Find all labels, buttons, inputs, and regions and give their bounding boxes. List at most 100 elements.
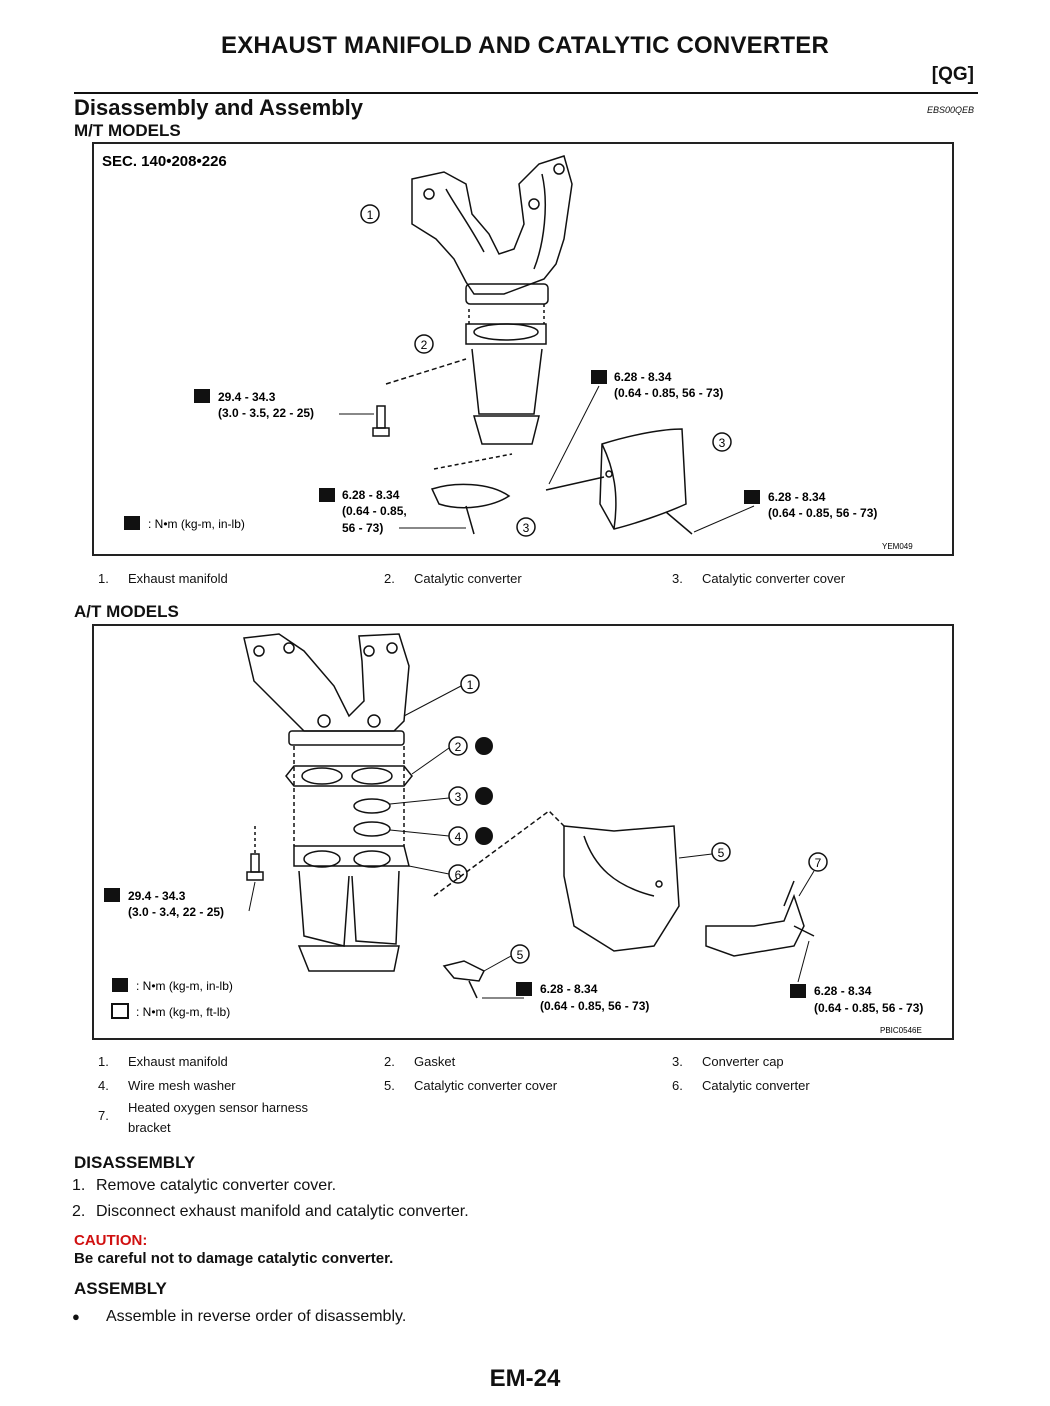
mt-exhaust-manifold-drawing <box>411 155 573 305</box>
at-bolt-drawing <box>246 826 264 881</box>
at-callout-1: 1 <box>403 674 480 717</box>
torque-wrench-icon <box>744 490 760 504</box>
at-catalytic-converter-drawing <box>293 746 410 972</box>
svg-text:56 - 73): 56 - 73) <box>342 521 383 535</box>
at-converter-cover-lower-drawing <box>442 960 486 999</box>
legend-label-7a: Heated oxygen sensor harness <box>128 1100 308 1115</box>
svg-text:29.4 - 34.3: 29.4 - 34.3 <box>128 889 186 903</box>
svg-text:6.28 - 8.34: 6.28 - 8.34 <box>614 370 672 384</box>
svg-text:(0.64 - 0.85, 56 - 73): (0.64 - 0.85, 56 - 73) <box>540 999 649 1013</box>
list-item: 6.Catalytic converter <box>672 1078 810 1093</box>
legend-label-7b: bracket <box>128 1120 171 1135</box>
caution-text: Be careful not to damage catalytic conve… <box>74 1250 394 1267</box>
torque-wrench-icon <box>104 888 120 902</box>
page-title: EXHAUST MANIFOLD AND CATALYTIC CONVERTER <box>221 32 829 59</box>
svg-text:29.4 - 34.3: 29.4 - 34.3 <box>218 390 276 404</box>
assembly-heading: ASSEMBLY <box>74 1279 167 1298</box>
at-callout-5a: 5 <box>678 842 731 862</box>
list-item: 5.Catalytic converter cover <box>384 1078 558 1093</box>
torque-wrench-icon <box>591 370 607 384</box>
at-callout-3: 3 <box>389 786 493 806</box>
at-harness-bracket-drawing <box>705 880 815 957</box>
mt-torque-spec-c: 6.28 - 8.34 (0.64 - 0.85, 56 - 73) <box>319 488 466 535</box>
at-legend-row-1: 1.Exhaust manifold 2.Gasket 3.Converter … <box>74 1054 978 1074</box>
at-wire-mesh-washer-drawing <box>353 821 391 837</box>
svg-text:4: 4 <box>455 830 462 844</box>
svg-text:(0.64 - 0.85, 56 - 73): (0.64 - 0.85, 56 - 73) <box>768 506 877 520</box>
mt-converter-cover-drawing <box>545 428 693 535</box>
at-gasket-drawing <box>285 765 413 787</box>
at-callout-7: 7 <box>798 852 828 897</box>
at-callout-2: 2 <box>411 736 493 775</box>
at-diagram: 1 2 3 4 5 6 <box>104 633 923 1035</box>
svg-text:2: 2 <box>455 740 462 754</box>
mt-callout-3a: 3 <box>712 432 732 452</box>
at-torque-unit-legend-1: : N•m (kg-m, in-lb) <box>112 978 233 993</box>
mt-models-heading: M/T MODELS <box>74 121 181 140</box>
svg-text:6.28 - 8.34: 6.28 - 8.34 <box>768 490 826 504</box>
at-callout-4: 4 <box>389 826 493 846</box>
mt-callout-1: 1 <box>360 204 380 224</box>
at-figure-code: PBIC0546E <box>880 1026 922 1035</box>
svg-text:6: 6 <box>455 868 462 882</box>
mt-legend: 1.Exhaust manifold 2.Catalytic converter… <box>74 571 978 591</box>
torque-wrench-icon <box>112 978 128 992</box>
mt-torque-unit-legend: : N•m (kg-m, in-lb) <box>124 516 245 531</box>
disassembly-step-1: 1.Remove catalytic converter cover. <box>72 1177 337 1194</box>
engine-tag: [QG] <box>931 64 974 85</box>
torque-wrench-icon <box>124 516 140 530</box>
mt-legend-row: 1.Exhaust manifold 2.Catalytic converter… <box>74 571 978 591</box>
mt-torque-spec-d: 6.28 - 8.34 (0.64 - 0.85, 56 - 73) <box>693 490 877 533</box>
list-item: 4.Wire mesh washer <box>98 1078 236 1093</box>
disassembly-step-2: 2.Disconnect exhaust manifold and cataly… <box>72 1203 469 1220</box>
torque-wrench-icon <box>194 389 210 403</box>
do-not-reuse-icon <box>475 827 493 845</box>
svg-text:1: 1 <box>367 208 374 222</box>
svg-text:2: 2 <box>421 338 428 352</box>
at-torque-spec-b: 6.28 - 8.34 (0.64 - 0.85, 56 - 73) <box>482 982 649 1013</box>
svg-text:3: 3 <box>523 521 530 535</box>
list-item: 2.Gasket <box>384 1054 456 1069</box>
page-number: EM-24 <box>489 1365 561 1392</box>
section-title: Disassembly and Assembly <box>74 95 363 120</box>
bullet-icon: ● <box>72 1309 80 1324</box>
at-torque-unit-legend-2: : N•m (kg-m, ft-lb) <box>111 1003 230 1019</box>
do-not-reuse-icon <box>475 737 493 755</box>
at-converter-cover-drawing <box>433 810 680 952</box>
at-torque-spec-c: 6.28 - 8.34 (0.64 - 0.85, 56 - 73) <box>790 940 923 1015</box>
mt-torque-spec-b: 6.28 - 8.34 (0.64 - 0.85, 56 - 73) <box>548 370 723 485</box>
list-item: 3.Catalytic converter cover <box>672 571 846 586</box>
svg-text:(3.0 - 3.4, 22 - 25): (3.0 - 3.4, 22 - 25) <box>128 905 224 919</box>
legend-num-7: 7. <box>98 1108 109 1123</box>
at-callout-5b: 5 <box>483 944 530 972</box>
caution-label: CAUTION: <box>74 1232 148 1249</box>
mt-catalytic-converter-drawing <box>465 304 547 445</box>
torque-wrench-icon <box>516 982 532 996</box>
at-converter-cap-drawing <box>353 798 391 814</box>
svg-text:3: 3 <box>719 436 726 450</box>
svg-text:5: 5 <box>718 846 725 860</box>
at-torque-spec-a: 29.4 - 34.3 (3.0 - 3.4, 22 - 25) <box>104 881 256 919</box>
assembly-text: Assemble in reverse order of disassembly… <box>106 1308 407 1325</box>
at-legend-row-3: 7. Heated oxygen sensor harness bracket <box>74 1100 978 1138</box>
svg-text:6.28 - 8.34: 6.28 - 8.34 <box>814 984 872 998</box>
svg-text:: N•m (kg-m, ft-lb): : N•m (kg-m, ft-lb) <box>136 1005 230 1019</box>
svg-text:1: 1 <box>467 678 474 692</box>
header-rule <box>74 92 978 94</box>
do-not-reuse-icon <box>475 787 493 805</box>
svg-text:(0.64 - 0.85, 56 - 73): (0.64 - 0.85, 56 - 73) <box>614 386 723 400</box>
svg-text:7: 7 <box>815 856 822 870</box>
svg-text:3: 3 <box>455 790 462 804</box>
at-legend-row-2: 4.Wire mesh washer 5.Catalytic converter… <box>74 1078 978 1098</box>
at-callout-6: 6 <box>408 864 468 884</box>
svg-text:5: 5 <box>517 948 524 962</box>
svg-text:: N•m (kg-m, in-lb): : N•m (kg-m, in-lb) <box>136 979 233 993</box>
mt-converter-cover-lower-drawing <box>430 453 513 535</box>
torque-wrench-icon <box>111 1003 129 1019</box>
mt-bolt-drawing <box>372 358 467 437</box>
list-item: 1.Exhaust manifold <box>98 1054 228 1069</box>
at-legend: 1.Exhaust manifold 2.Gasket 3.Converter … <box>74 1054 978 1138</box>
at-exploded-figure: 1 2 3 4 5 6 <box>92 624 954 1040</box>
torque-wrench-icon <box>790 984 806 998</box>
disassembly-heading: DISASSEMBLY <box>74 1153 196 1172</box>
